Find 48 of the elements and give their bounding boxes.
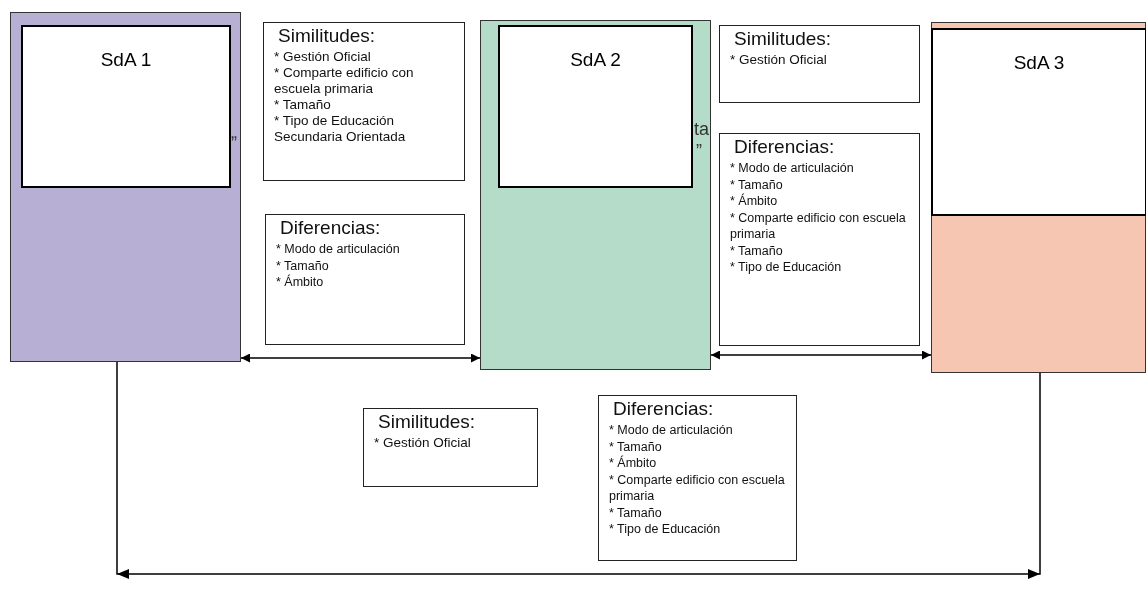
- list-item: * Tamaño: [730, 176, 784, 193]
- list-item: * Ámbito: [276, 274, 325, 291]
- heading: Diferencias:: [280, 217, 381, 239]
- list-item: * Gestión Oficial: [374, 435, 472, 451]
- list-item: * Ámbito: [609, 455, 658, 472]
- comparison-box: [265, 214, 465, 345]
- heading: Similitudes:: [734, 28, 832, 50]
- list-item: * Modo de articulación: [276, 241, 401, 258]
- list-item: * Gestión Oficial: [730, 52, 828, 68]
- list-item: * Tamaño: [276, 257, 330, 274]
- title-text: SdA 1: [100, 49, 152, 71]
- heading: Similitudes:: [378, 411, 476, 433]
- list-item: * Ámbito: [730, 193, 779, 210]
- comparison-box: [719, 133, 920, 346]
- text-fragment: ta: [694, 119, 709, 140]
- list-item: * Tamaño: [274, 97, 332, 113]
- list-item: * Tamaño: [730, 242, 784, 259]
- bracket-arrow: [116, 361, 1041, 579]
- heading: Diferencias:: [613, 398, 714, 420]
- double-arrow: [240, 353, 481, 363]
- title-box: [498, 25, 693, 188]
- text-fragment: „: [231, 122, 237, 143]
- list-item: * Comparte edificio con escuela primaria: [609, 471, 786, 505]
- list-item: * Tamaño: [609, 438, 663, 455]
- list-item: * Modo de articulación: [609, 422, 734, 439]
- comparison-box: [598, 395, 797, 561]
- panel-background: [10, 12, 241, 362]
- title-text: SdA 2: [570, 49, 621, 71]
- title-text: SdA 3: [1013, 52, 1065, 74]
- text-fragment: ”: [696, 141, 702, 162]
- panel-background: [480, 20, 711, 370]
- comparison-box: [263, 22, 465, 181]
- comparison-box: [363, 408, 538, 487]
- list-item: * Tipo de Educación: [609, 521, 722, 538]
- heading: Diferencias:: [734, 136, 835, 158]
- double-arrow: [710, 350, 932, 360]
- title-box: [21, 25, 231, 188]
- list-item: * Comparte edificio con escuela primaria: [274, 65, 415, 97]
- list-item: * Modo de articulación: [730, 160, 855, 177]
- list-item: * Tamaño: [609, 504, 663, 521]
- title-box: [931, 28, 1146, 216]
- comparison-box: [719, 25, 920, 103]
- heading: Similitudes:: [278, 25, 376, 47]
- panel-background: [931, 22, 1146, 373]
- list-item: * Gestión Oficial: [274, 49, 372, 65]
- list-item: * Tipo de Educación Secundaria Orientada: [274, 113, 407, 145]
- list-item: * Comparte edificio con escuela primaria: [730, 209, 907, 243]
- list-item: * Tipo de Educación: [730, 259, 843, 276]
